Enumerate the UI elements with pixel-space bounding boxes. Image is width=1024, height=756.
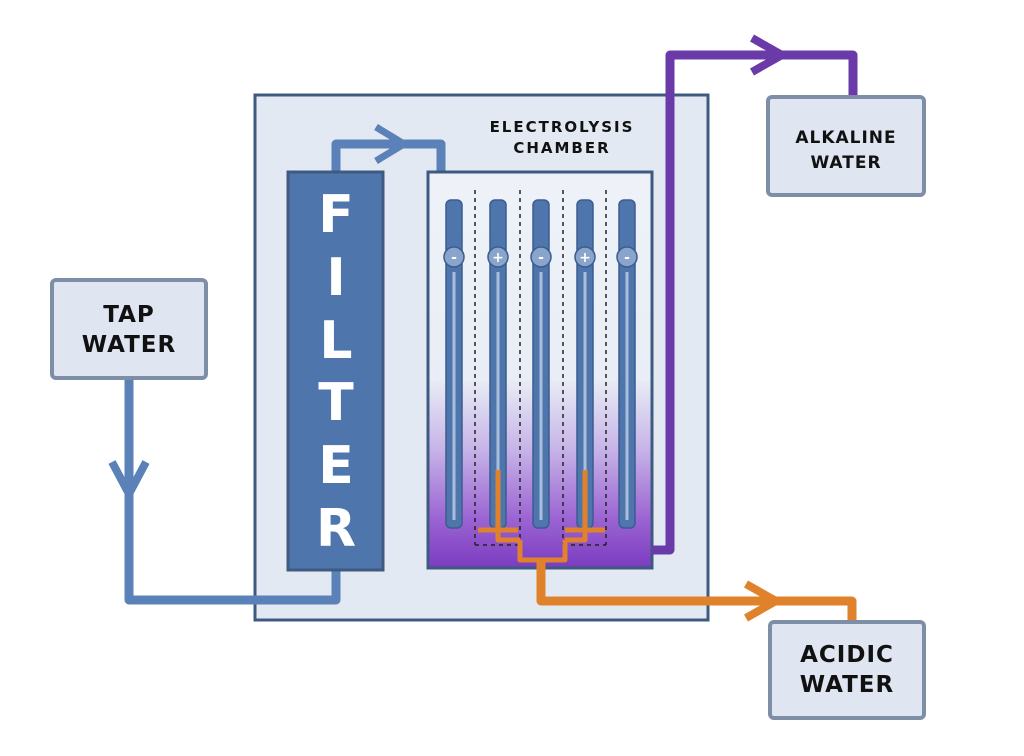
filter-letter: L	[319, 311, 352, 371]
alkaline-water-label: ALKALINE WATER	[766, 95, 926, 197]
filter-letter: I	[326, 248, 345, 308]
electrode-negative: -	[443, 199, 465, 529]
alkaline-water-box	[766, 95, 926, 197]
tap-water-line1: TAP	[103, 302, 155, 328]
chamber-title-line1: ELECTROLYSIS	[490, 118, 635, 136]
filter-letter: E	[318, 436, 354, 496]
filter-letter: R	[316, 499, 356, 559]
acidic-water-box	[768, 620, 926, 720]
chamber-title-line2: CHAMBER	[513, 139, 610, 157]
filter-letter: T	[318, 373, 354, 433]
alkaline-water-line1: ALKALINE	[795, 128, 896, 148]
filter-label: F I L T E R	[316, 185, 356, 559]
alkaline-water-line2: WATER	[810, 153, 881, 173]
electrode-positive: +	[574, 199, 596, 529]
membranes	[474, 190, 607, 546]
electrode-sign: -	[538, 250, 544, 266]
tap-water-box	[50, 278, 208, 380]
electrode-negative: -	[530, 199, 552, 529]
filter-letter: F	[318, 185, 354, 245]
acidic-water-line2: WATER	[800, 672, 894, 698]
electrode-sign: -	[624, 250, 630, 266]
electrode-negative: -	[616, 199, 638, 529]
tap-water-label: TAP WATER	[50, 278, 208, 380]
filter-to-chamber-arrow	[374, 124, 408, 164]
acidic-water-pipe	[536, 560, 857, 621]
electrode-sign: -	[451, 250, 457, 266]
filter-column	[286, 170, 385, 572]
electrode-sign: +	[492, 250, 504, 266]
acidic-water-arrow	[744, 580, 780, 622]
filter-to-chamber-pipe	[331, 139, 446, 172]
alkaline-water-arrow	[750, 34, 786, 76]
tap-water-arrow	[108, 460, 150, 498]
acidic-water-label: ACIDIC WATER	[768, 620, 926, 720]
alkaline-water-pipe	[652, 50, 858, 555]
tap-water-line2: WATER	[82, 332, 176, 358]
acidic-water-line1: ACIDIC	[800, 642, 894, 668]
electrode-sign: +	[579, 250, 591, 266]
